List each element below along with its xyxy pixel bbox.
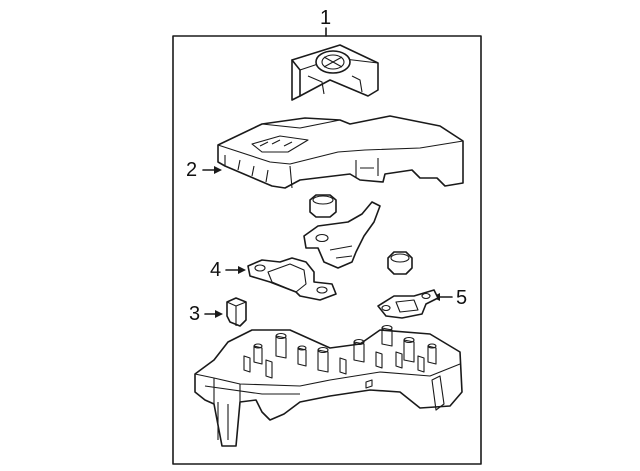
callout-2-label: 2	[186, 159, 197, 181]
bolt-on-fuse-part	[377, 289, 439, 319]
diagram-frame	[172, 35, 482, 465]
callout-5-label: 5	[456, 287, 467, 309]
callout-4-arrow	[238, 266, 246, 274]
callout-3-arrow	[215, 310, 223, 318]
stud-bracket-part	[303, 201, 381, 269]
callout-4-label: 4	[210, 259, 221, 281]
mini-fuse-part	[226, 297, 247, 327]
callout-2-arrow	[214, 166, 222, 174]
nut-upper-part	[309, 194, 337, 218]
callout-1-label: 1	[320, 7, 331, 29]
mega-fuse-part	[247, 257, 337, 301]
callout-3-label: 3	[189, 303, 200, 325]
fuse-box-cover-part	[217, 115, 464, 189]
terminal-cap-part	[291, 44, 379, 101]
nut-lower-part	[387, 251, 413, 275]
fuse-block-base-part	[194, 324, 463, 447]
